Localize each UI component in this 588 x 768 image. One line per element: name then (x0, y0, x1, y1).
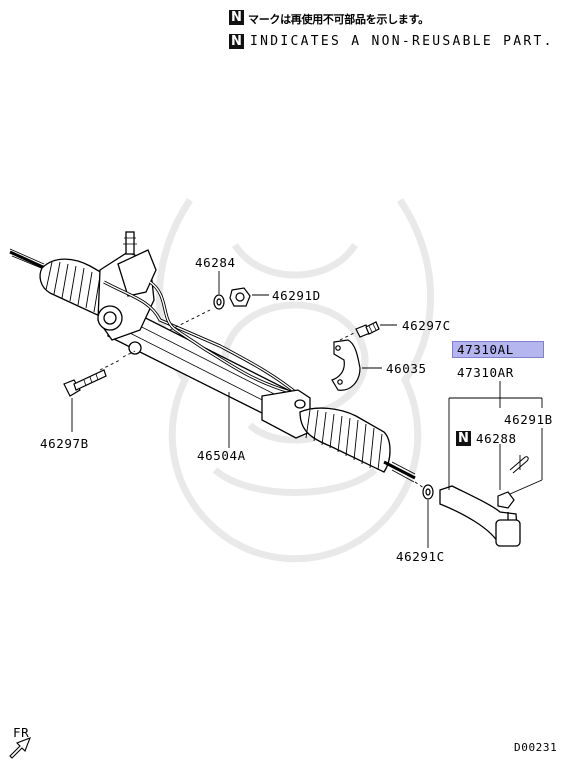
part-label-46291c[interactable]: 46291C (396, 549, 445, 564)
washer-46284 (213, 294, 225, 310)
nut-46291C (422, 484, 434, 500)
fr-label: FR (13, 725, 30, 740)
castle-nut-46291B (497, 491, 515, 509)
non-reusable-badge: N (229, 34, 244, 49)
diagram-code: D00231 (514, 741, 558, 754)
front-arrow-icon (9, 737, 31, 759)
part-label-46297c[interactable]: 46297C (402, 318, 451, 333)
part-label-46035[interactable]: 46035 (386, 361, 427, 376)
cotter-pin-46288 (509, 456, 529, 474)
nut-46291D (229, 287, 251, 307)
part-label-46291d[interactable]: 46291D (272, 288, 321, 303)
leader-lines (71, 271, 543, 548)
notice-english: INDICATES A NON-REUSABLE PART. (250, 34, 554, 49)
tie-rod-end (439, 485, 521, 547)
steering-rack-body (9, 231, 416, 483)
part-label-47310al[interactable]: 47310AL (457, 342, 514, 357)
bracket-46035 (331, 339, 361, 391)
part-label-46288[interactable]: 46288 (476, 431, 517, 446)
highlight-box (452, 341, 544, 358)
part-label-46284[interactable]: 46284 (195, 255, 236, 270)
bolt-46297B (63, 369, 107, 397)
notice-japanese: マークは再使用不可部品を示します。 (248, 13, 429, 26)
part-label-47310ar[interactable]: 47310AR (457, 365, 514, 380)
part-label-46291b[interactable]: 46291B (504, 412, 553, 427)
part-label-46504a[interactable]: 46504A (197, 448, 246, 463)
non-reusable-badge: N (229, 10, 244, 25)
bolt-46297C (355, 321, 380, 338)
non-reusable-badge: N (456, 431, 471, 446)
part-label-46297b[interactable]: 46297B (40, 436, 89, 451)
